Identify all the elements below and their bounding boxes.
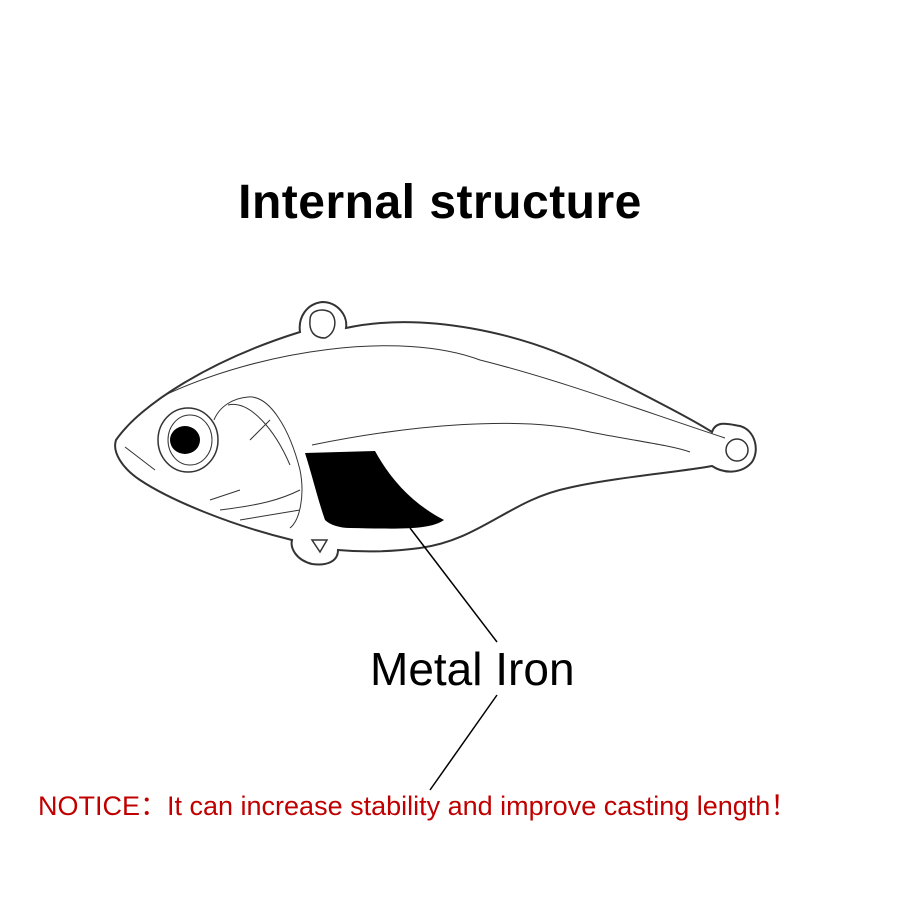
callout-line-upper — [409, 527, 498, 643]
metal-iron-label: Metal Iron — [370, 643, 575, 695]
eye-socket — [157, 407, 219, 473]
diagram-title: Internal structure — [238, 176, 642, 229]
side-line — [311, 422, 691, 453]
eye-pupil — [170, 426, 200, 454]
lure-outline — [114, 300, 757, 566]
metal-iron-weight — [305, 451, 444, 529]
notice-text: NOTICE：It can increase stability and imp… — [38, 791, 798, 821]
gill-lines — [209, 396, 303, 529]
top-eyelet-hole — [309, 309, 336, 339]
back-line — [162, 345, 726, 439]
mouth-line — [124, 446, 156, 471]
callout-line-lower — [429, 694, 498, 791]
tail-eyelet-hole — [725, 438, 749, 462]
